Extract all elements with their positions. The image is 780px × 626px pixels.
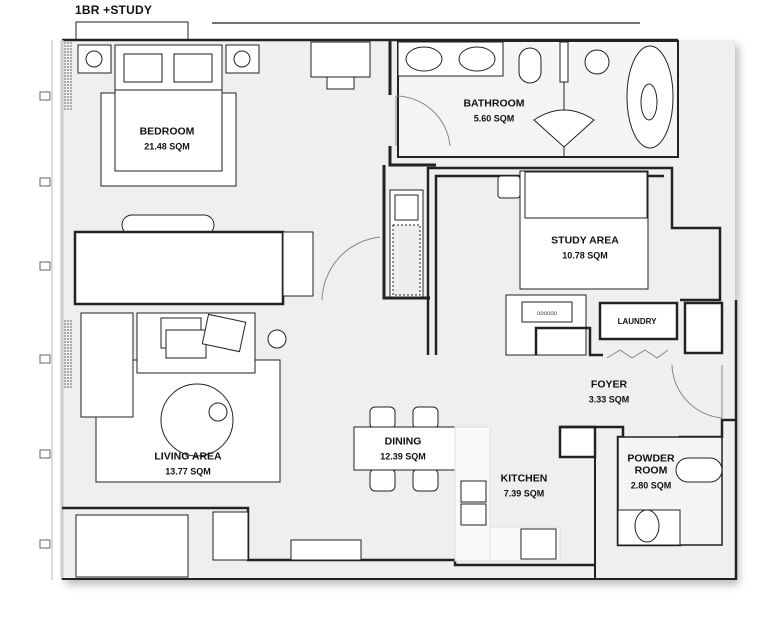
room-area: 7.39 SQM [503, 488, 545, 499]
room-label-bedroom: BEDROOM 21.48 SQM [140, 126, 195, 153]
shower-door-swing [533, 109, 595, 148]
room-name: KITCHEN [500, 472, 548, 485]
room-area: 10.78 SQM [562, 250, 608, 261]
bathroom-door-swing [395, 95, 451, 147]
sofa-chaise [80, 312, 134, 418]
room-name: STUDY AREA [551, 234, 619, 247]
room-area: 3.33 SQM [588, 394, 630, 405]
room-area: 2.80 SQM [630, 480, 672, 491]
dining-table [353, 426, 456, 471]
room-label-laundry: LAUNDRY [618, 316, 657, 328]
pillow [173, 53, 213, 83]
side-table [267, 329, 287, 349]
room-name: ROOM [634, 464, 668, 477]
sink-icon [405, 46, 443, 72]
desk-chair [326, 76, 355, 90]
room-name: BEDROOM [139, 125, 195, 138]
coffee-table [160, 383, 234, 457]
room-area: 13.77 SQM [165, 466, 211, 477]
side-table [497, 175, 521, 199]
window-block [75, 21, 189, 41]
toilet-icon [675, 457, 723, 483]
room-area: 12.39 SQM [380, 451, 426, 462]
room-label-bathroom: BATHROOM 5.60 SQM [463, 98, 524, 125]
shower-drain-icon [584, 49, 610, 75]
nightstand [77, 44, 112, 74]
kitchen-sink [460, 503, 487, 526]
room-name: FOYER [590, 378, 628, 391]
kitchen-wall [558, 425, 597, 459]
room-name: LAUNDRY [617, 317, 657, 326]
dining-chairs [369, 406, 439, 492]
room-label-living: LIVING AREA 13.77 SQM [154, 451, 221, 478]
bottom-bed [75, 514, 189, 578]
room-label-powder: POWDER ROOM 2.80 SQM [627, 453, 674, 492]
entry-door-swing [671, 364, 723, 419]
bench [290, 539, 362, 561]
study-sofa [524, 171, 648, 219]
room-name: POWDER [627, 452, 675, 465]
laundry-bifold-door [606, 349, 669, 359]
living-door-swing [321, 236, 381, 301]
room-name: BATHROOM [463, 97, 525, 110]
room-name: DINING [384, 435, 422, 448]
cooktop-icon [520, 528, 557, 560]
bathroom-wall [388, 40, 436, 167]
sink-icon [634, 509, 660, 543]
room-label-dining: DINING 12.39 SQM [380, 436, 426, 463]
toilet-icon [518, 47, 542, 84]
room-label-foyer: FOYER 3.33 SQM [589, 379, 630, 406]
laundry-closet [598, 301, 679, 341]
sink-icon [458, 46, 496, 72]
svg-text:oooooo: oooooo [537, 311, 558, 317]
desk [310, 41, 371, 78]
plan-title: 1BR +STUDY [75, 3, 153, 17]
kitchen-sink [460, 480, 487, 503]
room-label-kitchen: KITCHEN 7.39 SQM [501, 473, 548, 500]
room-area: 21.48 SQM [144, 141, 190, 152]
nightstand [225, 44, 260, 74]
room-label-study: STUDY AREA 10.78 SQM [551, 235, 619, 262]
room-name: LIVING AREA [154, 450, 222, 463]
room-area: 5.60 SQM [473, 113, 515, 124]
window-marks [39, 42, 72, 549]
tv-unit [73, 230, 285, 306]
pillow [123, 53, 163, 83]
closet [683, 301, 724, 355]
